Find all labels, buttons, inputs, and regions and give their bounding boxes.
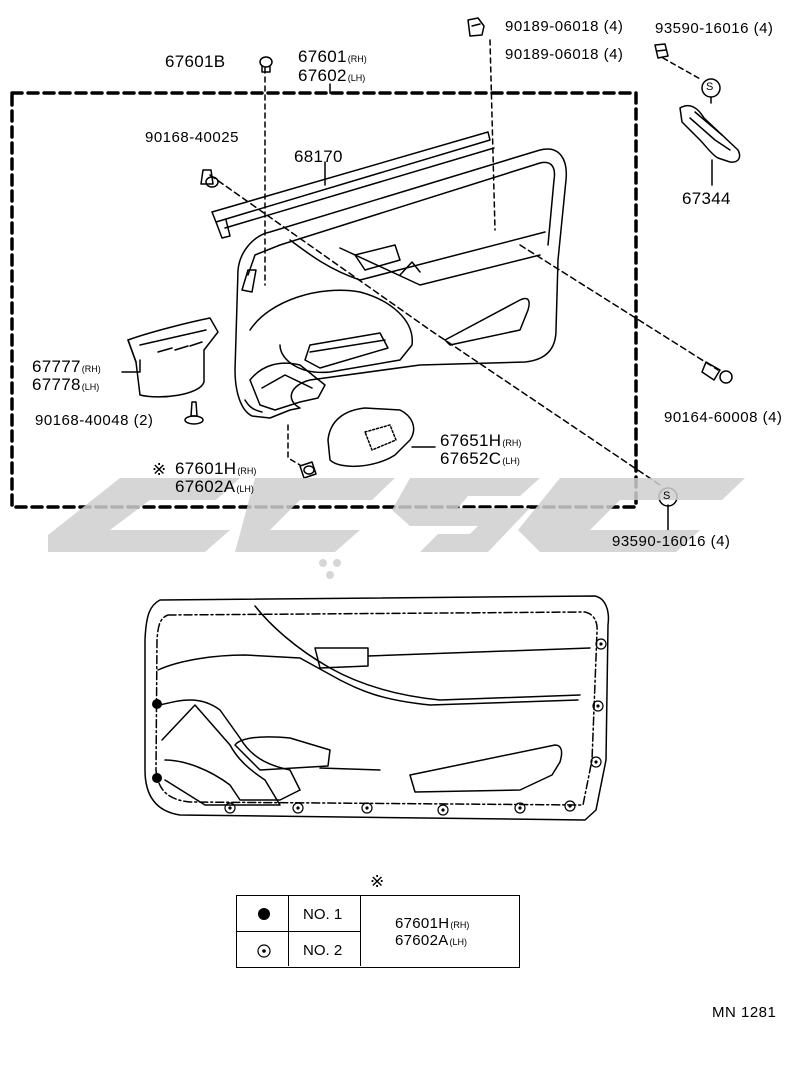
rh-suffix: (RH): [450, 920, 470, 930]
speaker-cover-67651: [327, 407, 415, 468]
label-67601: 67601: [298, 47, 347, 66]
clip-marker-dots: [228, 642, 603, 953]
leader-67601h: [287, 424, 301, 466]
leader-93590-top: [662, 57, 703, 81]
watermark-logo: [48, 478, 745, 579]
label-68170: 68170: [294, 147, 343, 166]
label-90168-40025: 90168-40025: [145, 129, 239, 146]
label-67602a: 67602A: [175, 477, 236, 496]
drawing-number: MN 1281: [712, 1004, 777, 1021]
clip-67601b: [259, 56, 273, 73]
label-67602: 67602: [298, 66, 347, 85]
clip-legend-table: NO. 1 NO. 2 67601H(RH) 67602A(LH): [236, 895, 520, 968]
table-part-lh: 67602A(LH): [395, 933, 467, 948]
lh-suffix: (LH): [347, 73, 366, 83]
label-67652c: 67652C: [440, 449, 502, 468]
clip-90189-a: [467, 17, 485, 37]
table-header-mark: ※: [370, 872, 385, 891]
table-row-divider: [237, 931, 361, 932]
label-67778-lh: 67778(LH): [32, 376, 99, 393]
lh-suffix: (LH): [449, 937, 468, 947]
lh-suffix: (LH): [236, 484, 254, 494]
label-93590-16016-top: 93590-16016 (4): [655, 20, 774, 37]
door-panel-layout: [144, 595, 610, 821]
s-mark-bottom-label: S: [663, 490, 671, 502]
table-row2-label: NO. 2: [303, 942, 343, 959]
pocket-67777: [127, 317, 219, 398]
grip-67344: [679, 104, 741, 163]
upper-molding-68170: [211, 131, 495, 239]
label-90189-06018-a: 90189-06018 (4): [505, 18, 624, 35]
label-90168-40048: 90168-40048 (2): [35, 412, 154, 429]
rh-suffix: (RH): [237, 466, 257, 476]
assembly-frame: [10, 91, 638, 509]
label-67778: 67778: [32, 375, 81, 394]
label-67601-rh: 67601(RH): [298, 48, 367, 65]
screw-90168-40025: [200, 169, 219, 188]
rh-suffix: (RH): [347, 54, 367, 64]
label-67344: 67344: [682, 189, 731, 208]
label-67652c-lh: 67652C(LH): [440, 450, 520, 467]
clip-90189-b: [654, 43, 669, 59]
leader-67777: [121, 359, 141, 373]
table-part2: 67602A: [395, 932, 449, 949]
screw-90164-60008: [701, 361, 733, 384]
lh-suffix: (LH): [81, 382, 100, 392]
label-93590-16016-bottom: 93590-16016 (4): [612, 533, 731, 550]
s-mark-top-label: S: [706, 81, 714, 93]
label-67601h: 67601H: [175, 459, 237, 478]
lh-suffix: (LH): [502, 456, 520, 466]
label-67777: 67777: [32, 357, 81, 376]
door-trim-panel-exploded: [234, 148, 568, 419]
table-part-rh: 67601H(RH): [395, 916, 469, 931]
label-67651h: 67651H: [440, 431, 502, 450]
label-90189-06018-b: 90189-06018 (4): [505, 46, 624, 63]
leader-90168-40025: [209, 174, 661, 486]
label-67651h-rh: 67651H(RH): [440, 432, 521, 449]
clip-markers-no1: [152, 699, 162, 783]
clip-67601h: [299, 461, 317, 479]
label-67602-lh: 67602(LH): [298, 67, 365, 84]
rh-suffix: (RH): [502, 438, 522, 448]
label-90164-60008: 90164-60008 (4): [664, 409, 783, 426]
s-mark-top: [701, 78, 721, 98]
rh-suffix: (RH): [81, 364, 101, 374]
table-row1-label: NO. 1: [303, 906, 343, 923]
clip-markers-no2: [224, 638, 607, 958]
label-67601h-rh: 67601H(RH): [175, 460, 256, 477]
label-67601b: 67601B: [165, 52, 226, 71]
ref-mark: ※: [152, 460, 167, 479]
leader-90189: [489, 39, 496, 231]
label-67602a-lh: 67602A(LH): [175, 478, 254, 495]
leader-90164: [519, 244, 719, 371]
table-part1: 67601H: [395, 915, 450, 932]
screw-90168-40048: [184, 401, 204, 425]
label-67777-rh: 67777(RH): [32, 358, 101, 375]
